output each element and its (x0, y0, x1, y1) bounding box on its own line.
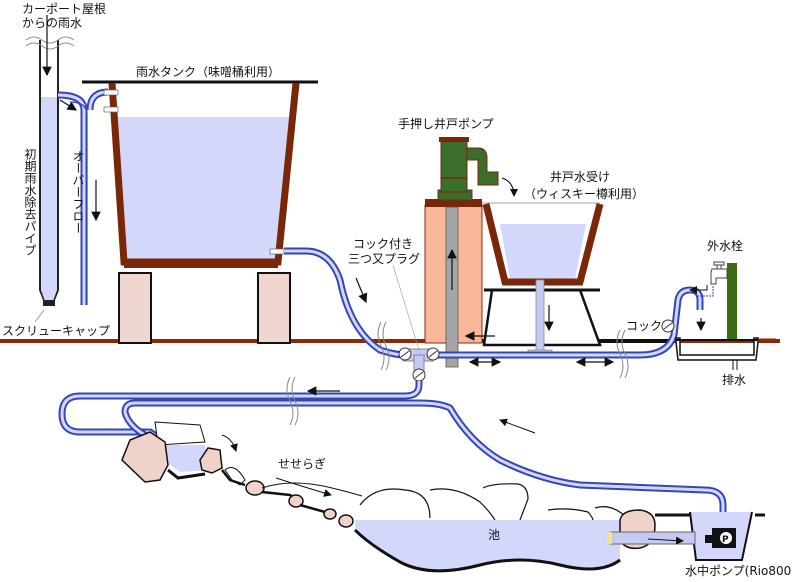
three-way-plug[interactable] (392, 264, 440, 382)
cock-label: コック (626, 319, 662, 333)
three-way-label-line2: 三つ又プラグ (348, 252, 420, 266)
drain-label: 排水 (722, 373, 746, 387)
hand-pump (424, 137, 518, 368)
first-flush-pipe (25, 15, 78, 306)
carport-label-line2: からの雨水 (22, 16, 82, 30)
tank-label: 雨水タンク（味噌桶利用） (136, 64, 280, 79)
three-way-label-line1: コック付き (353, 237, 413, 251)
submersible-pump: P (607, 511, 765, 561)
screw-cap-label: スクリューキャップ (2, 324, 110, 338)
well-receiver-label-line1: 井戸水受け (550, 170, 610, 184)
drain-sink (675, 337, 776, 370)
first-flush-label: 初期雨水除去パイプ (23, 148, 37, 256)
pond-label: 池 (488, 528, 500, 542)
well-receiver-label-line2: （ウィスキー樽利用） (524, 186, 644, 201)
distribution-pipe (405, 286, 706, 379)
outdoor-faucet[interactable] (689, 261, 737, 339)
carport-label-line1: カーポート屋根 (22, 2, 106, 16)
well-receiver-barrel (482, 202, 604, 359)
hand-pump-label: 手押し井戸ポンプ (398, 117, 494, 131)
tank-outlet-hose (284, 247, 406, 371)
overflow-label: オーバーフロー (71, 150, 85, 234)
pump-mark: P (722, 535, 729, 545)
submersible-pump-label: 水中ポンプ(Rio800) (685, 563, 792, 578)
tank-stand-right (257, 272, 291, 344)
outdoor-faucet-label: 外水栓 (707, 238, 743, 253)
pond (353, 483, 656, 573)
rain-tank (82, 80, 318, 268)
tank-stand-left (118, 272, 152, 344)
stream-label: せせらぎ (278, 457, 326, 471)
stream (121, 421, 363, 528)
